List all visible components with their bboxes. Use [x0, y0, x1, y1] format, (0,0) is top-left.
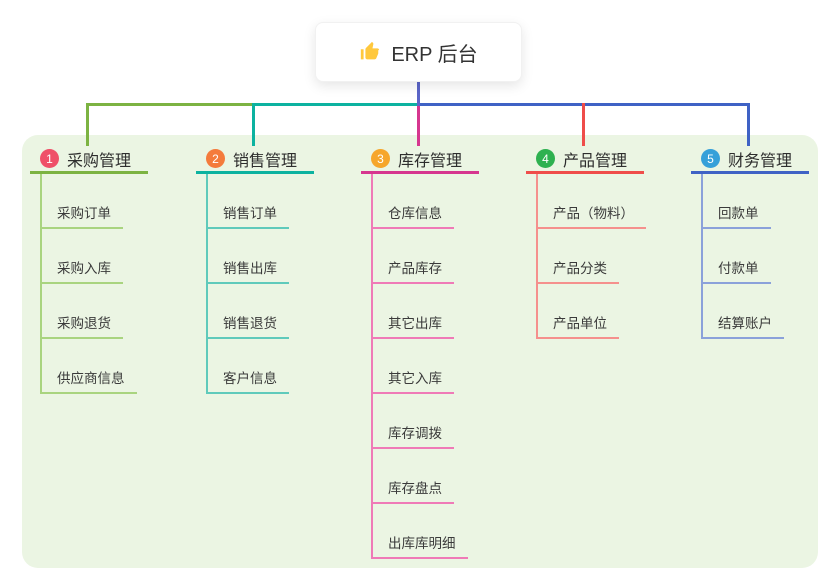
- branch-header[interactable]: 1 采购管理: [30, 146, 148, 174]
- branch-label: 销售管理: [233, 152, 298, 170]
- branch-label: 库存管理: [398, 152, 463, 170]
- branch-item-label: 采购退货: [40, 312, 123, 339]
- branch-label: 财务管理: [728, 152, 793, 170]
- branch-number-badge: 5: [701, 149, 720, 168]
- thumbs-up-icon: [359, 41, 381, 63]
- branch-item-label: 供应商信息: [40, 367, 137, 394]
- branch-column: 2 销售管理 销售订单销售出库销售退货客户信息: [196, 146, 356, 394]
- branch-item[interactable]: 仓库信息: [371, 174, 521, 229]
- root-node[interactable]: ERP 后台: [315, 22, 522, 82]
- branch-item[interactable]: 回款单: [701, 174, 839, 229]
- branch-column: 3 库存管理 仓库信息产品库存其它出库其它入库库存调拨库存盘点出库库明细: [361, 146, 521, 559]
- branch-item-label: 付款单: [701, 257, 771, 284]
- branch-item-label: 出库库明细: [371, 532, 468, 559]
- branch-label: 采购管理: [67, 152, 132, 170]
- branch-item-label: 产品（物料）: [536, 202, 646, 229]
- branch-item-label: 采购入库: [40, 257, 123, 284]
- branch-item[interactable]: 产品单位: [536, 284, 686, 339]
- branch-item[interactable]: 采购退货: [40, 284, 190, 339]
- branch-header[interactable]: 4 产品管理: [526, 146, 644, 174]
- branch-item-label: 仓库信息: [371, 202, 454, 229]
- branch-item-label: 回款单: [701, 202, 771, 229]
- branch-item[interactable]: 其它出库: [371, 284, 521, 339]
- branch-item[interactable]: 产品分类: [536, 229, 686, 284]
- branch-item[interactable]: 采购订单: [40, 174, 190, 229]
- branch-label: 产品管理: [563, 152, 628, 170]
- branch-item[interactable]: 其它入库: [371, 339, 521, 394]
- branch-item[interactable]: 销售订单: [206, 174, 356, 229]
- branch-item[interactable]: 结算账户: [701, 284, 839, 339]
- branch-item[interactable]: 付款单: [701, 229, 839, 284]
- branch-item[interactable]: 出库库明细: [371, 504, 521, 559]
- branch-number-badge: 1: [40, 149, 59, 168]
- branch-subtree: 采购订单采购入库采购退货供应商信息: [40, 174, 190, 394]
- branch-number-badge: 4: [536, 149, 555, 168]
- branch-item-label: 库存调拨: [371, 422, 454, 449]
- branch-item[interactable]: 采购入库: [40, 229, 190, 284]
- branch-subtree: 销售订单销售出库销售退货客户信息: [206, 174, 356, 394]
- branch-item-label: 产品单位: [536, 312, 619, 339]
- branch-subtree: 产品（物料） 产品分类产品单位: [536, 174, 686, 339]
- branch-item-label: 结算账户: [701, 312, 784, 339]
- branch-header[interactable]: 2 销售管理: [196, 146, 314, 174]
- branch-item[interactable]: 客户信息: [206, 339, 356, 394]
- branch-item-label: 其它入库: [371, 367, 454, 394]
- branch-number-badge: 2: [206, 149, 225, 168]
- branch-number-badge: 3: [371, 149, 390, 168]
- branch-item-label: 销售退货: [206, 312, 289, 339]
- branch-item[interactable]: 库存调拨: [371, 394, 521, 449]
- branch-item[interactable]: 产品（物料）: [536, 174, 686, 229]
- branch-item-label: 库存盘点: [371, 477, 454, 504]
- root-title: ERP 后台: [391, 43, 478, 66]
- branch-item[interactable]: 产品库存: [371, 229, 521, 284]
- branch-column: 4 产品管理 产品（物料） 产品分类产品单位: [526, 146, 686, 339]
- branch-header[interactable]: 3 库存管理: [361, 146, 479, 174]
- branch-item[interactable]: 销售退货: [206, 284, 356, 339]
- branch-item-label: 产品库存: [371, 257, 454, 284]
- mindmap-panel: [22, 135, 818, 568]
- branch-column: 1 采购管理 采购订单采购入库采购退货供应商信息: [30, 146, 190, 394]
- branch-item[interactable]: 库存盘点: [371, 449, 521, 504]
- branch-header[interactable]: 5 财务管理: [691, 146, 809, 174]
- branch-subtree: 仓库信息产品库存其它出库其它入库库存调拨库存盘点出库库明细: [371, 174, 521, 559]
- branch-item-label: 产品分类: [536, 257, 619, 284]
- branch-item-label: 销售订单: [206, 202, 289, 229]
- branch-item-label: 销售出库: [206, 257, 289, 284]
- branch-column: 5 财务管理 回款单付款单结算账户: [691, 146, 839, 339]
- branch-item-label: 其它出库: [371, 312, 454, 339]
- branch-item-label: 客户信息: [206, 367, 289, 394]
- branch-item[interactable]: 供应商信息: [40, 339, 190, 394]
- branch-subtree: 回款单付款单结算账户: [701, 174, 839, 339]
- branch-item-label: 采购订单: [40, 202, 123, 229]
- branch-item[interactable]: 销售出库: [206, 229, 356, 284]
